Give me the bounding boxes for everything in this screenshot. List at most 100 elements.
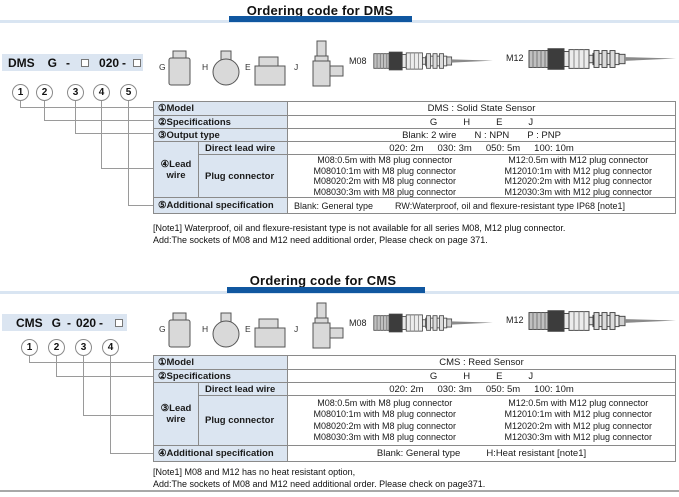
cms-title-underline [227, 287, 425, 293]
dms-callout-5: 5 [120, 84, 137, 101]
dms-callout-line-3 [75, 99, 154, 134]
sensor-shape-h-icon [212, 312, 240, 348]
dms-m12-label: M12 [506, 53, 524, 63]
dms-plug-m08-column: M08:0.5m with M8 plug connector M08010:1… [313, 155, 457, 197]
cms-spec-label: ②Specifications [154, 370, 288, 382]
dms-model-label: ①Model [154, 102, 288, 115]
m12-connector-icon [528, 310, 676, 332]
table-row: ⑤Additional specification Blank: General… [154, 197, 675, 213]
m08-connector-icon [373, 313, 493, 333]
dms-title-underline [229, 16, 412, 22]
cms-leadwire-label: ③Lead wire [154, 383, 199, 445]
dms-note-1: [Note1] Waterproof, oil and flexure-resi… [153, 223, 566, 233]
cms-model-label: ①Model [154, 356, 288, 369]
cms-callout-3: 3 [75, 339, 92, 356]
dms-code-lead: 020 [99, 55, 120, 70]
dms-code-dash2: - [122, 55, 127, 70]
cms-notes: [Note1] M08 and M12 has no heat resistan… [153, 466, 676, 490]
dms-code-dash1: - [66, 55, 71, 70]
dms-code-output-square [81, 58, 90, 67]
dms-plug-values: M08:0.5m with M8 plug connector M08010:1… [288, 155, 675, 197]
dms-m08-label: M08 [349, 56, 367, 66]
m12-connector-icon [528, 48, 676, 70]
dms-callout-line-4 [101, 99, 154, 169]
cms-m08-label: M08 [349, 318, 367, 328]
dms-section-title: Ordering code for DMS [246, 3, 394, 18]
cms-code-model: CMS [16, 315, 43, 330]
dms-additional-values: Blank: General type RW:Waterproof, oil a… [294, 200, 625, 211]
cms-m12-label: M12 [506, 315, 524, 325]
cms-code-lead: 020 [76, 315, 97, 330]
dms-code-additional-square [133, 58, 142, 67]
dms-shape-g-label: G [159, 62, 166, 72]
cms-callout-4: 4 [102, 339, 119, 356]
dms-leadwire-label: ④Lead wire [154, 142, 199, 197]
table-row: ①Model CMS : Reed Sensor [154, 356, 675, 369]
cms-note-1: [Note1] M08 and M12 has no heat resistan… [153, 467, 356, 477]
dms-callout-line-2 [44, 99, 154, 121]
table-row: ④Additional specification Blank: General… [154, 445, 675, 461]
cms-note-2: Add:The sockets of M08 and M12 need addi… [153, 479, 486, 489]
dms-code-spec: G [47, 55, 58, 70]
dms-callout-4: 4 [93, 84, 110, 101]
dms-additional-label: ⑤Additional specification [154, 198, 288, 213]
cms-section-title: Ordering code for CMS [249, 273, 397, 288]
dms-plug-m12-column: M12:0.5m with M12 plug connector M12010:… [504, 155, 653, 197]
cms-plug-values: M08:0.5m with M8 plug connector M08010:1… [288, 396, 675, 445]
dms-shape-j-label: J [294, 62, 299, 72]
cms-direct-label: Direct lead wire [199, 383, 288, 395]
cms-ordering-code: CMS G - 020 - [2, 314, 127, 331]
dms-callout-line-1 [20, 99, 154, 108]
sensor-shape-j-icon [312, 302, 344, 349]
dms-ordering-code: DMS G - 020 - [2, 54, 143, 71]
cms-code-additional-square [115, 318, 124, 327]
cms-model-value: CMS : Reed Sensor [439, 357, 524, 368]
cms-plug-label: Plug connector [199, 396, 288, 445]
dms-output-label: ③Output type [154, 129, 288, 141]
page-bottom-rule [0, 490, 679, 492]
cms-callout-line-2 [56, 354, 154, 377]
dms-ordering-table: ①Model DMS : Solid State Sensor ②Specifi… [153, 101, 676, 214]
m08-connector-icon [373, 51, 493, 71]
table-row: ①Model DMS : Solid State Sensor [154, 102, 675, 115]
sensor-shape-g-icon [168, 312, 191, 348]
cms-code-spec: G [51, 315, 62, 330]
cms-additional-label: ④Additional specification [154, 446, 288, 461]
cms-callout-2: 2 [48, 339, 65, 356]
cms-additional-values: Blank: General type H:Heat resistant [no… [376, 448, 587, 459]
cms-shape-g-label: G [159, 324, 166, 334]
dms-callout-line-5 [128, 99, 154, 206]
dms-note-2: Add:The sockets of M08 and M12 need addi… [153, 235, 488, 245]
cms-ordering-table: ①Model CMS : Reed Sensor ②Specifications… [153, 355, 676, 462]
cms-shape-j-label: J [294, 324, 299, 334]
cms-plug-m08-column: M08:0.5m with M8 plug connector M08010:1… [313, 397, 457, 443]
dms-shape-e-label: E [245, 62, 251, 72]
dms-model-value: DMS : Solid State Sensor [427, 103, 536, 114]
cms-code-dash2: - [99, 315, 104, 330]
cms-code-dash1: - [67, 315, 72, 330]
cms-callout-line-3 [83, 354, 154, 416]
cms-shape-e-label: E [245, 324, 251, 334]
dms-callout-3: 3 [67, 84, 84, 101]
cms-plug-m12-column: M12:0.5m with M12 plug connector M12010:… [504, 397, 653, 443]
sensor-shape-e-icon [254, 56, 286, 86]
cms-callout-1: 1 [21, 339, 38, 356]
sensor-shape-e-icon [254, 318, 286, 348]
cms-callout-line-4 [110, 354, 154, 454]
dms-callout-1: 1 [12, 84, 29, 101]
dms-shape-h-label: H [202, 62, 209, 72]
sensor-shape-h-icon [212, 50, 240, 86]
dms-direct-label: Direct lead wire [199, 142, 288, 154]
dms-plug-label: Plug connector [199, 155, 288, 197]
dms-notes: [Note1] Waterproof, oil and flexure-resi… [153, 222, 676, 246]
cms-shape-h-label: H [202, 324, 209, 334]
dms-callout-2: 2 [36, 84, 53, 101]
